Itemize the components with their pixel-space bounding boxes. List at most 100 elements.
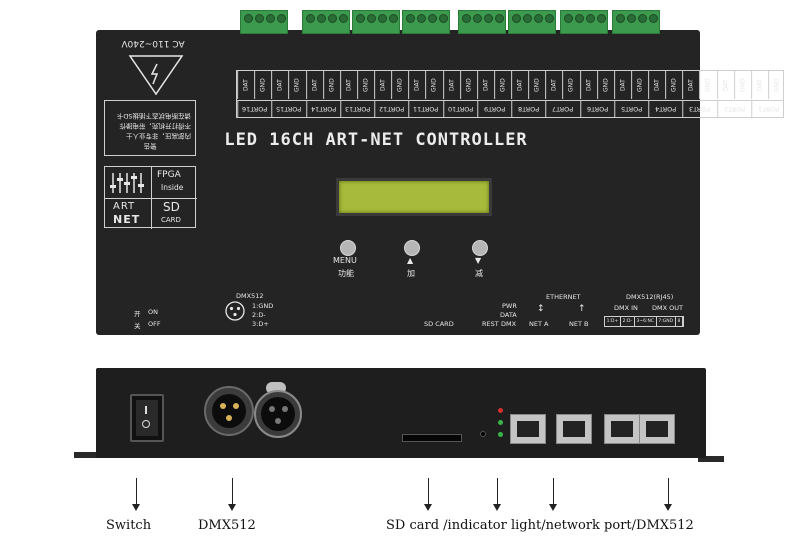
rj45-dmx-in-port[interactable] — [604, 414, 640, 444]
arrow-sd-card — [428, 478, 429, 506]
terminal-screw[interactable] — [266, 14, 275, 23]
rj45-pin-cell: 7:GND — [657, 317, 676, 326]
port-pin-label: GND — [733, 71, 751, 99]
terminal-screw[interactable] — [512, 14, 521, 23]
terminal-screw[interactable] — [597, 14, 606, 23]
terminal-screw[interactable] — [649, 14, 658, 23]
sd-card-slot[interactable] — [402, 434, 462, 442]
caption-switch: Switch — [106, 518, 152, 533]
rocker-switch[interactable] — [130, 394, 164, 442]
port-label: PORT4 — [648, 101, 683, 117]
terminal-screw[interactable] — [564, 14, 573, 23]
device-title: LED 16CH ART-NET CONTROLLER — [224, 130, 528, 150]
warning-line-4: 请在断电状态下插拔SD卡 — [116, 112, 191, 120]
port-pin-label: DAT — [305, 71, 323, 99]
terminal-screw[interactable] — [545, 14, 554, 23]
terminal-screw[interactable] — [339, 14, 348, 23]
switch-on: ON — [148, 308, 158, 316]
dmx-led-print: DMX — [501, 320, 517, 328]
sd-logo-line2: CARD — [161, 216, 181, 224]
ethernet-port-net-b[interactable] — [556, 414, 592, 444]
terminal-block — [402, 10, 450, 34]
port-pin-label: GND — [322, 71, 340, 99]
port-label: PORT3 — [682, 101, 717, 117]
terminal-screw[interactable] — [378, 14, 387, 23]
arrow-dmx-rj45-head — [664, 504, 672, 511]
terminal-screw[interactable] — [367, 14, 376, 23]
terminal-screw[interactable] — [417, 14, 426, 23]
reset-hole[interactable] — [480, 431, 486, 437]
terminal-screw[interactable] — [406, 14, 415, 23]
port-pin-label: DAT — [648, 71, 666, 99]
port-label: PORT6 — [579, 101, 614, 117]
terminal-screw[interactable] — [616, 14, 625, 23]
port-pin-label: DAT — [716, 71, 734, 99]
up-button[interactable] — [404, 240, 420, 256]
terminal-block — [458, 10, 506, 34]
terminal-screw[interactable] — [356, 14, 365, 23]
net-a-print: NET A — [529, 320, 549, 328]
arrow-network — [553, 478, 554, 506]
menu-button[interactable] — [340, 240, 356, 256]
rj45-pin-cell: 1:D+ — [605, 317, 621, 326]
terminal-screw[interactable] — [575, 14, 584, 23]
terminal-screw[interactable] — [495, 14, 504, 23]
ethernet-port-net-a[interactable] — [510, 414, 546, 444]
equalizer-icon — [110, 173, 144, 193]
port-pin-label: DAT — [579, 71, 597, 99]
arrow-dmx512 — [232, 478, 233, 506]
artnet-logo-line2: NET — [113, 213, 141, 226]
arrow-switch — [136, 478, 137, 506]
dmx-pin1-label: 1:GND — [252, 302, 274, 310]
terminal-screw[interactable] — [462, 14, 471, 23]
fpga-inside-label: Inside — [161, 183, 184, 192]
port-pin-label: DAT — [442, 71, 460, 99]
down-arrow-icon: ▼ — [475, 256, 482, 265]
port-label: PORT12 — [374, 101, 409, 117]
port-pin-label: GND — [528, 71, 546, 99]
port-label: PORT16 — [237, 101, 272, 117]
port-pin-label: DAT — [408, 71, 426, 99]
xlr-male-connector[interactable] — [204, 386, 254, 436]
terminal-screw[interactable] — [255, 14, 264, 23]
lcd-display — [336, 178, 492, 216]
switch-off: OFF — [148, 320, 161, 328]
terminal-block — [508, 10, 556, 34]
up-arrow-icon: ▲ — [407, 256, 414, 265]
terminal-screw[interactable] — [277, 14, 286, 23]
terminal-screw[interactable] — [428, 14, 437, 23]
menu-label: MENU — [333, 256, 357, 265]
terminal-block — [612, 10, 660, 34]
xlr-female-connector[interactable] — [252, 382, 302, 438]
net-b-arrow-icon: ↑ — [578, 304, 586, 314]
port-pin-label: GND — [699, 71, 717, 99]
port-pin-label: DAT — [237, 71, 255, 99]
terminal-screw[interactable] — [523, 14, 532, 23]
right-flange — [698, 456, 724, 462]
terminal-block — [560, 10, 608, 34]
power-label: AC 110~240V — [121, 38, 185, 48]
terminal-screw[interactable] — [534, 14, 543, 23]
terminal-screw[interactable] — [484, 14, 493, 23]
caption-right-group: SD card /indicator light/network port/DM… — [386, 518, 694, 533]
fpga-label: FPGA — [157, 170, 181, 180]
terminal-screw[interactable] — [586, 14, 595, 23]
terminal-screw[interactable] — [473, 14, 482, 23]
terminal-screw[interactable] — [439, 14, 448, 23]
terminal-screw[interactable] — [317, 14, 326, 23]
port-pin-label: GND — [630, 71, 648, 99]
terminal-screw[interactable] — [638, 14, 647, 23]
port-label: PORT10 — [442, 101, 477, 117]
port-label: PORT7 — [545, 101, 580, 117]
terminal-screw[interactable] — [627, 14, 636, 23]
port-pin-label: DAT — [476, 71, 494, 99]
port-label: PORT11 — [408, 101, 443, 117]
terminal-screw[interactable] — [306, 14, 315, 23]
rj45-dmx-out-port[interactable] — [639, 414, 675, 444]
terminal-screw[interactable] — [244, 14, 253, 23]
port-pin-label: DAT — [511, 71, 529, 99]
terminal-screw[interactable] — [328, 14, 337, 23]
terminal-screw[interactable] — [389, 14, 398, 23]
down-button[interactable] — [472, 240, 488, 256]
